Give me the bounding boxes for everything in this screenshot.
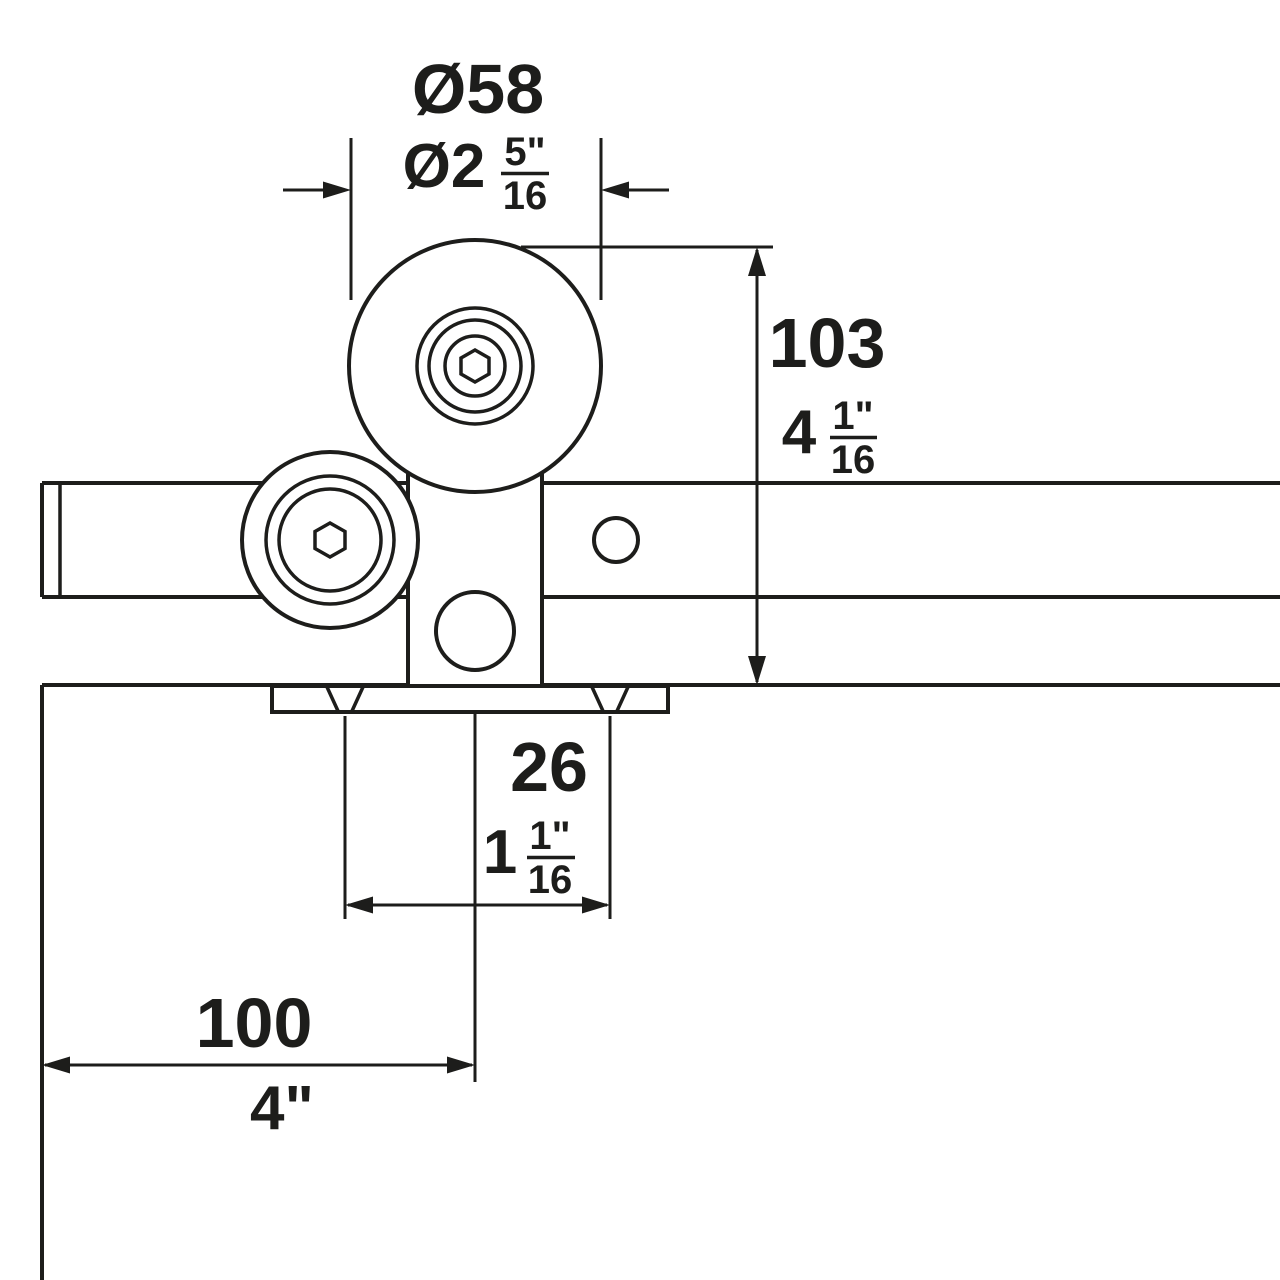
- dim-edge-to-center: 100 4": [42, 714, 477, 1143]
- arrowhead-right-icon: [323, 181, 351, 199]
- dim-screw-spacing: 26 1 1" 16: [343, 716, 612, 919]
- screw-spacing-imperial-whole: 1: [483, 818, 517, 887]
- guide-roller-rim: [240, 450, 420, 630]
- hanger-height-frac-denominator: 16: [831, 438, 876, 482]
- guide-roller-axle: [277, 487, 383, 593]
- arrowhead-up-icon: [748, 247, 766, 276]
- hanger-height-imperial-whole: 4: [782, 398, 817, 467]
- countersink-left-b: [350, 686, 365, 712]
- dim-hanger-height: 103 4 1" 16: [521, 245, 886, 685]
- edge-to-center-metric-label: 100: [196, 984, 313, 1062]
- arrowhead-right-icon: [582, 896, 610, 914]
- guide-roller-ring: [264, 474, 396, 606]
- wheel-axle: [443, 334, 507, 398]
- arrowhead-left-icon: [345, 896, 373, 914]
- hanger-height-frac-numerator: 1": [832, 394, 873, 438]
- roller-wheel: [347, 238, 603, 494]
- mounting-plate: [270, 684, 670, 714]
- wheel-diameter-frac-denominator: 16: [503, 174, 548, 218]
- door-panel: [40, 683, 1280, 1280]
- edge-to-center-imperial-label: 4": [250, 1074, 314, 1143]
- wheel-diameter-imperial-whole: Ø2: [403, 132, 486, 201]
- wheel-hub-outer-ring: [415, 306, 535, 426]
- wheel-diameter-metric-label: Ø58: [412, 50, 544, 128]
- strap-bolt-hole: [434, 590, 516, 672]
- screw-spacing-frac-denominator: 16: [528, 858, 573, 902]
- rail-mounting-hole: [592, 516, 640, 564]
- guide-roller: [240, 450, 420, 630]
- arrowhead-right-icon: [447, 1056, 475, 1074]
- arrowhead-left-icon: [42, 1056, 70, 1074]
- countersink-right-b: [615, 686, 630, 712]
- screw-spacing-metric-label: 26: [510, 728, 588, 806]
- track-rail: [40, 481, 1280, 599]
- wheel-hub-inner-ring: [427, 318, 523, 414]
- wheel-diameter-frac-numerator: 5": [504, 130, 545, 174]
- countersink-right-a: [590, 686, 605, 712]
- guide-roller-hex-socket-icon: [313, 520, 347, 560]
- wheel-hex-socket-icon: [459, 347, 491, 385]
- countersink-left-a: [325, 686, 340, 712]
- arrowhead-down-icon: [748, 656, 766, 685]
- hanger-height-metric-label: 103: [769, 304, 886, 382]
- arrowhead-left-icon: [601, 181, 629, 199]
- screw-spacing-frac-numerator: 1": [529, 814, 570, 858]
- dim-wheel-diameter: Ø58 Ø2 5" 16: [283, 50, 669, 300]
- wheel-rim: [347, 238, 603, 494]
